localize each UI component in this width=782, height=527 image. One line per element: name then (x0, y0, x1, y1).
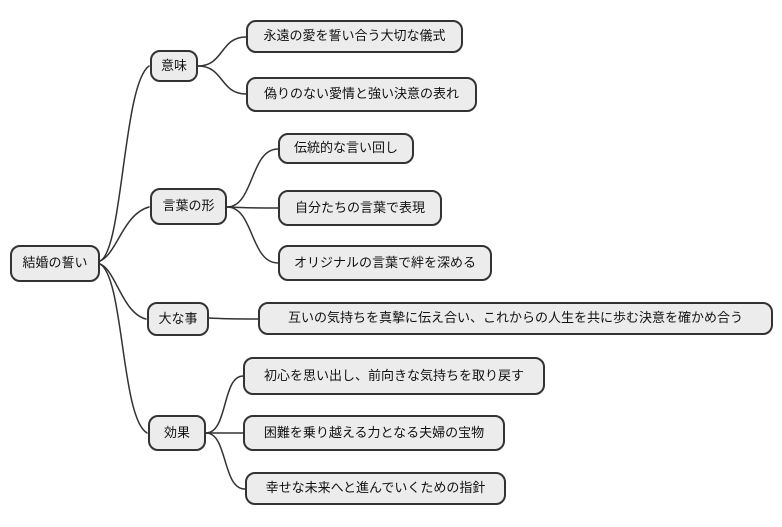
edge-meaning-child-1 (197, 65, 247, 95)
edge-root-word-form (99, 206, 150, 262)
node-root: 結婚の誓い (10, 245, 100, 282)
edge-word-form-child-0 (226, 148, 279, 208)
branch-effect: 効果 (148, 415, 206, 451)
edge-word-form-child-2 (226, 206, 279, 264)
leaf-word-form-0: 伝統的な言い回し (278, 133, 414, 164)
leaf-meaning-1: 偽りのない愛情と強い決意の表れ (246, 77, 477, 112)
edge-root-effect (99, 263, 148, 434)
edge-effect-child-2 (205, 432, 246, 490)
leaf-effect-2: 幸せな未来へと進んでいくための指針 (245, 472, 506, 505)
edge-root-important-thing (99, 263, 147, 320)
edge-effect-child-0 (205, 375, 244, 434)
leaf-effect-0: 初心を思い出し、前向きな気持ちを取り戻す (243, 357, 545, 395)
branch-word-form: 言葉の形 (150, 188, 227, 225)
branch-meaning: 意味 (150, 50, 198, 82)
branch-important-thing: 大な事 (147, 302, 209, 336)
edge-important-thing-child-0 (208, 317, 259, 320)
leaf-effect-1: 困難を乗り越える力となる夫婦の宝物 (243, 415, 505, 451)
edge-meaning-child-0 (197, 36, 247, 67)
leaf-word-form-2: オリジナルの言葉で絆を深める (278, 245, 492, 281)
edge-root-meaning (99, 65, 150, 262)
leaf-word-form-1: 自分たちの言葉で表現 (278, 190, 442, 226)
edge-word-form-child-1 (226, 206, 279, 209)
leaf-meaning-0: 永遠の愛を誓い合う大切な儀式 (246, 20, 463, 53)
leaf-important-thing-0: 互いの気持ちを真摯に伝え合い、これからの人生を共に歩む決意を確かめ合う (258, 302, 773, 335)
